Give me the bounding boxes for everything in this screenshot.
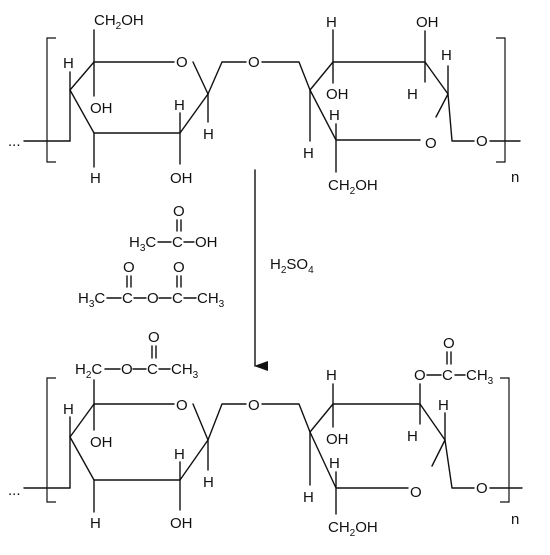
svg-text:O: O [176, 397, 188, 414]
ring1-ch2oh: CH2OH [94, 12, 144, 32]
reagent-sulfuric-acid: H2SO4 [270, 256, 314, 276]
cellulose-structure: n ... O H CH2OH OH H H OH H O [8, 12, 521, 197]
svg-text:C: C [172, 234, 183, 251]
left-bracket [46, 37, 56, 163]
svg-text:OH: OH [326, 86, 349, 103]
svg-text:H3C: H3C [129, 234, 156, 254]
left-bracket-product [46, 377, 56, 503]
chain-dots-left: ... [8, 133, 21, 150]
svg-text:O: O [173, 259, 185, 276]
ring2-ch2oh: CH2OH [328, 177, 378, 197]
svg-text:O: O [147, 290, 159, 307]
cellulose-acetate-structure: n ... O H H2C O C O CH3 OH H [8, 329, 523, 539]
svg-text:H: H [407, 86, 418, 103]
ring2-acetyl-group: O [414, 367, 426, 384]
chain-dots-left-product: ... [8, 482, 21, 499]
svg-text:H: H [174, 97, 185, 114]
svg-text:H: H [326, 14, 337, 31]
svg-text:H: H [303, 489, 314, 506]
svg-text:OH: OH [195, 234, 218, 251]
svg-text:OH: OH [416, 14, 439, 31]
svg-text:H: H [203, 126, 214, 143]
ring1-oxygen: O [176, 54, 188, 71]
svg-text:OH: OH [170, 515, 193, 532]
repeat-n-label: n [511, 169, 519, 186]
acetyl-glucose-ring-2: O H OH H H CH2OH O C O CH3 H H [303, 335, 494, 539]
svg-text:C: C [122, 290, 133, 307]
svg-text:H: H [329, 107, 340, 124]
acetyl-glucose-ring-1: O H H2C O C O CH3 OH H H OH H [63, 329, 214, 532]
svg-text:H: H [90, 170, 101, 187]
glycosidic-oxygen: O [248, 54, 260, 71]
svg-text:CH3: CH3 [466, 367, 494, 387]
svg-text:H3C: H3C [78, 290, 105, 310]
svg-text:CH2OH: CH2OH [328, 519, 378, 539]
svg-text:H: H [441, 47, 452, 64]
glycosidic-oxygen-product: O [248, 397, 260, 414]
right-bracket-product [500, 377, 510, 503]
svg-text:O: O [476, 133, 488, 150]
svg-text:O: O [476, 480, 488, 497]
svg-text:C: C [172, 290, 183, 307]
svg-text:O: O [173, 203, 185, 220]
reagent-acetic-acid: H3C C O OH [129, 203, 218, 254]
right-bracket [496, 37, 506, 163]
svg-text:OH: OH [170, 170, 193, 187]
ring1-acetyl-group: H2C [75, 361, 102, 381]
svg-text:H: H [438, 397, 449, 414]
svg-text:H: H [326, 367, 337, 384]
svg-text:H: H [329, 455, 340, 472]
svg-text:H: H [63, 401, 74, 418]
svg-text:H: H [90, 515, 101, 532]
svg-text:C: C [442, 367, 453, 384]
svg-text:OH: OH [90, 434, 113, 451]
svg-text:H: H [203, 474, 214, 491]
svg-text:O: O [148, 329, 160, 346]
glucose-ring-2: O H OH H H CH2OH OH H H [303, 14, 452, 197]
svg-text:CH3: CH3 [197, 290, 225, 310]
svg-text:H: H [63, 55, 74, 72]
svg-text:OH: OH [326, 431, 349, 448]
svg-text:H: H [174, 446, 185, 463]
reagent-acetic-anhydride: H3C C O O C O CH3 [78, 259, 225, 310]
svg-text:OH: OH [90, 100, 113, 117]
ring2-oxygen: O [425, 135, 437, 152]
svg-text:H: H [407, 428, 418, 445]
svg-text:O: O [410, 484, 422, 501]
svg-text:O: O [121, 361, 133, 378]
glucose-ring-1: O H CH2OH OH H H OH H [63, 12, 214, 187]
svg-text:O: O [443, 335, 455, 352]
svg-text:C: C [147, 361, 158, 378]
svg-text:O: O [123, 259, 135, 276]
svg-text:CH3: CH3 [171, 361, 199, 381]
svg-text:H: H [303, 145, 314, 162]
repeat-n-label-product: n [511, 511, 519, 528]
